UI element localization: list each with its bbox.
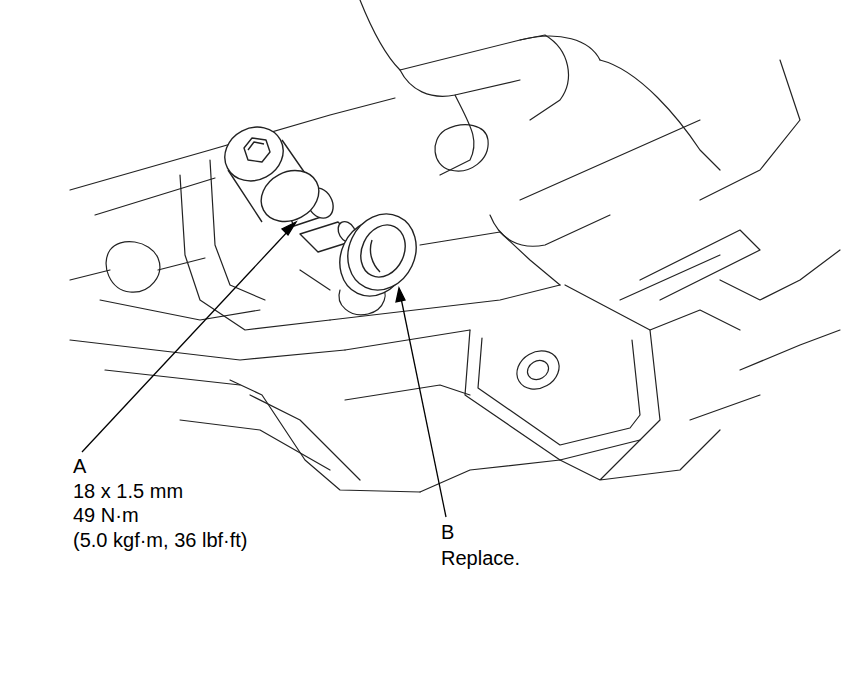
- casting-boss: [435, 125, 488, 171]
- part-letter: A: [73, 454, 86, 478]
- casting-edge: [360, 0, 600, 70]
- sealing-washer: [328, 203, 429, 308]
- casting-edge: [700, 60, 800, 200]
- casting-edge: [720, 250, 840, 300]
- part-letter: B: [441, 520, 454, 544]
- mount-bracket: [465, 285, 660, 460]
- casting-edge: [345, 385, 470, 400]
- leader-arrowhead: [396, 288, 405, 302]
- casting-edge: [520, 35, 568, 120]
- casting-edge: [650, 310, 740, 330]
- thread-size: 18 x 1.5 mm: [73, 479, 183, 503]
- casting-edge: [400, 70, 520, 96]
- service-note: Replace.: [441, 546, 520, 570]
- casting-edge: [520, 120, 700, 200]
- mount-bracket: [478, 338, 640, 445]
- casting-edge: [70, 258, 205, 280]
- casting-edge: [250, 395, 360, 480]
- leader-arrowhead: [282, 222, 296, 235]
- casting-edge: [95, 178, 215, 215]
- casting-edge: [230, 380, 420, 492]
- torque-value: 49 N·m: [73, 503, 139, 527]
- casting-edge: [740, 330, 840, 370]
- casting-edge: [105, 370, 240, 385]
- casting-edge: [345, 330, 470, 350]
- casting-edge: [70, 340, 345, 360]
- casting-edge: [490, 215, 610, 246]
- bolt-hole: [510, 343, 566, 396]
- flange-bolt: [215, 117, 359, 252]
- casting-edge: [100, 300, 260, 320]
- casting-boss: [106, 242, 160, 293]
- casting-edge: [690, 395, 760, 420]
- casting-boss: [440, 95, 474, 175]
- casting-rib: [640, 230, 760, 300]
- leader-line: [82, 229, 290, 452]
- casting-edge: [420, 460, 560, 492]
- casting-edge: [300, 270, 330, 290]
- leader-line: [401, 298, 446, 517]
- casting-edge: [420, 232, 560, 285]
- bolt-hole: [524, 357, 552, 384]
- casting-rib: [620, 255, 720, 300]
- casting-edge: [600, 60, 720, 170]
- casting-edge: [560, 430, 720, 480]
- torque-value: (5.0 kgf·m, 36 lbf·ft): [73, 528, 248, 552]
